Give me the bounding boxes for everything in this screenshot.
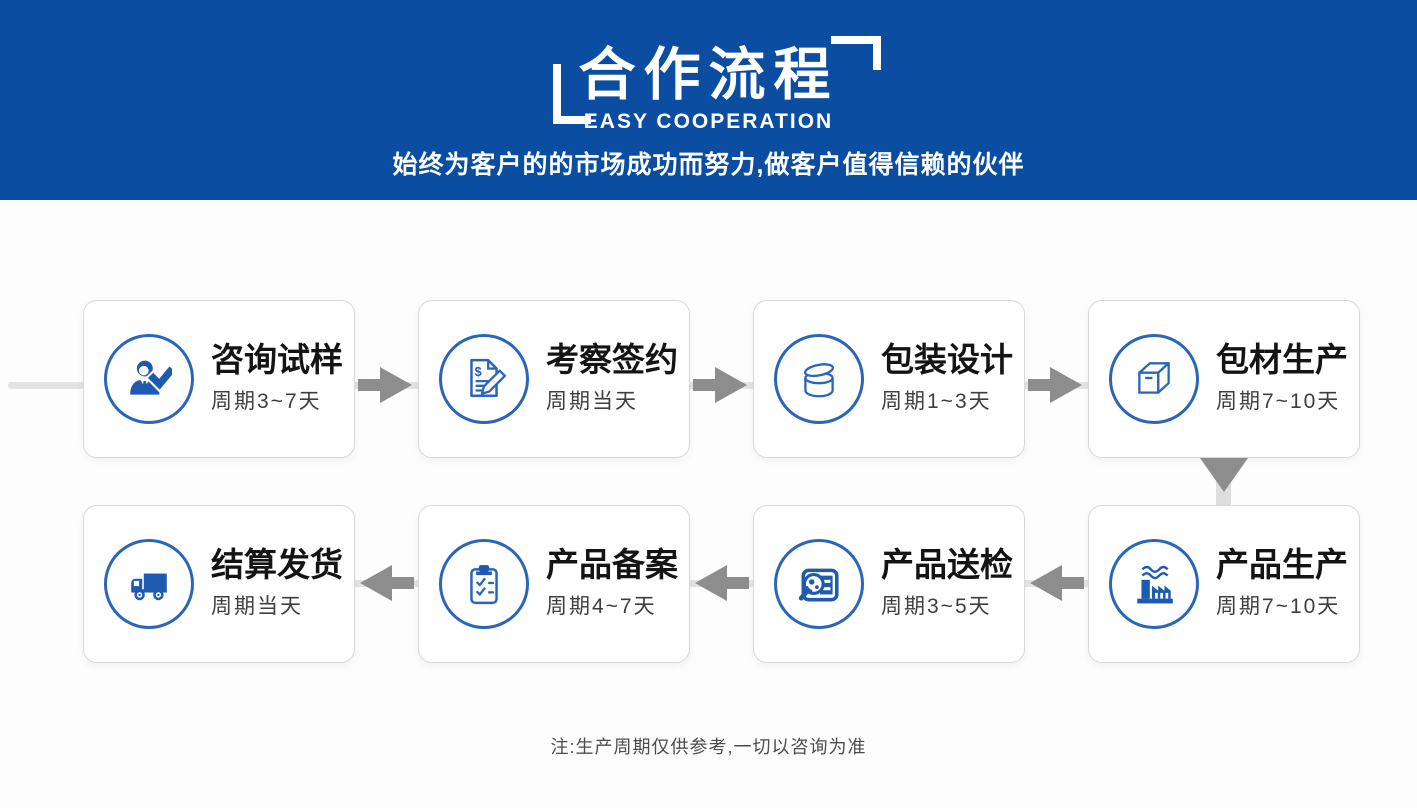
- step-title: 结算发货: [211, 546, 343, 584]
- step-title: 产品备案: [546, 546, 678, 584]
- step-title: 产品生产: [1216, 546, 1348, 584]
- step-card-inspect-sign: $ 考察签约 周期当天: [418, 300, 690, 458]
- step-title: 包材生产: [1216, 341, 1348, 379]
- footer-note: 注:生产周期仅供参考,一切以咨询为准: [550, 737, 867, 757]
- cosmetic-jar-icon: [774, 334, 864, 424]
- svg-text:$: $: [475, 365, 482, 379]
- factory-icon: [1137, 565, 1173, 604]
- packaging-box-icon: [1138, 362, 1170, 394]
- clipboard-checklist-icon: [470, 565, 498, 605]
- step-cycle: 周期7~10天: [1216, 594, 1341, 618]
- step-cycle: 周期3~5天: [881, 594, 992, 618]
- header-banner: 合作流程 EASY COOPERATION 始终为客户的的市场成功而努力,做客户…: [0, 0, 1417, 200]
- arrow-left-icon: [693, 563, 749, 603]
- delivery-truck-icon: [131, 573, 167, 601]
- step-cycle: 周期当天: [546, 389, 638, 413]
- consult-person-check-icon: [130, 360, 172, 395]
- header-tagline: 始终为客户的的市场成功而努力,做客户值得信赖的伙伴: [392, 150, 1025, 179]
- delivery-truck-icon: [104, 539, 194, 629]
- step-card-product-production: 产品生产 周期7~10天: [1088, 505, 1360, 663]
- step-title: 考察签约: [546, 341, 678, 379]
- step-cycle: 周期4~7天: [546, 594, 657, 618]
- arrow-right-icon: [358, 365, 414, 405]
- step-cycle: 周期3~7天: [211, 389, 322, 413]
- step-title: 产品送检: [881, 546, 1013, 584]
- inspection-magnifier-icon: [798, 568, 839, 602]
- step-cycle: 周期当天: [211, 594, 303, 618]
- step-card-consult-sample: 咨询试样 周期3~7天: [83, 300, 355, 458]
- arrow-left-icon: [1028, 563, 1084, 603]
- factory-icon: [1109, 539, 1199, 629]
- step-card-material-production: 包材生产 周期7~10天: [1088, 300, 1360, 458]
- step-title: 咨询试样: [211, 341, 343, 379]
- arrow-right-icon: [693, 365, 749, 405]
- step-card-package-design: 包装设计 周期1~3天: [753, 300, 1025, 458]
- arrow-down-icon: [1200, 458, 1248, 494]
- contract-sign-icon: $: [470, 358, 507, 397]
- page-title: 合作流程: [578, 43, 839, 107]
- page-subtitle: EASY COOPERATION: [583, 109, 834, 133]
- step-cycle: 周期1~3天: [881, 389, 992, 413]
- title-corner-bracket-right-icon: [830, 36, 881, 70]
- step-card-settle-ship: 结算发货 周期当天: [83, 505, 355, 663]
- step-cycle: 周期7~10天: [1216, 389, 1341, 413]
- packaging-box-icon: [1109, 334, 1199, 424]
- step-card-product-filing: 产品备案 周期4~7天: [418, 505, 690, 663]
- clipboard-checklist-icon: [439, 539, 529, 629]
- inspection-magnifier-icon: [774, 539, 864, 629]
- arrow-right-icon: [1028, 365, 1084, 405]
- step-card-product-inspection: 产品送检 周期3~5天: [753, 505, 1025, 663]
- arrow-left-icon: [358, 563, 414, 603]
- cosmetic-jar-icon: [803, 363, 835, 398]
- step-title: 包装设计: [881, 341, 1013, 379]
- consult-person-check-icon: [104, 334, 194, 424]
- title-corner-bracket-left-icon: [552, 64, 591, 124]
- contract-sign-icon: $: [439, 334, 529, 424]
